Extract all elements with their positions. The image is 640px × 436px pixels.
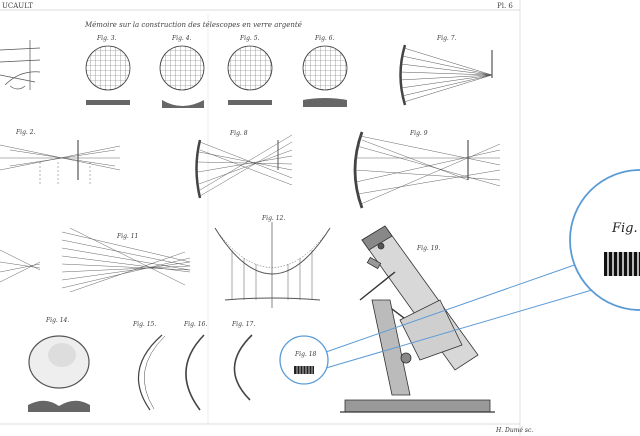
fig-4-label: Fig. 4. [171, 35, 192, 42]
magnifier-lens: Fig. [569, 169, 640, 311]
fig-12-label: Fig. 12. [261, 215, 285, 222]
fig-16-label: Fig. 16. [183, 321, 207, 328]
fig-19-telescope [340, 225, 495, 413]
fig-8-label: Fig. 8 [229, 130, 248, 137]
fig-5-grid [227, 45, 273, 105]
fig-18-callout [279, 335, 329, 385]
fig-4-grid [159, 45, 205, 108]
fig-10-partial [0, 249, 41, 283]
fig-11-caustic [61, 227, 191, 293]
fig-12-profile [214, 222, 331, 308]
fig-7-label: Fig. 7. [436, 35, 457, 42]
fig-1-partial [0, 40, 41, 90]
fig-15-curve [137, 334, 166, 411]
magnified-hatching [604, 252, 640, 276]
fig-2-lens [0, 140, 121, 185]
fig-18-label: Fig. 18 [294, 351, 317, 358]
zoom-connector-upper [325, 261, 584, 353]
fig-9-mirror [353, 131, 501, 209]
fig-16-curve [185, 334, 205, 411]
fig-14-label: Fig. 14. [45, 317, 69, 324]
fig-6-label: Fig. 6. [314, 35, 335, 42]
fig-2-label: Fig. 2. [15, 129, 36, 136]
fig-14-surface [28, 335, 90, 412]
fig-15-label: Fig. 15. [132, 321, 156, 328]
fig-3-label: Fig. 3. [96, 35, 117, 42]
fig-3-grid [85, 45, 131, 105]
plate-title: Mémoire sur la construction des télescop… [84, 21, 302, 29]
fig-8-mirror [195, 134, 293, 199]
plate-number: Pl. 6 [497, 2, 513, 10]
fig-7-mirror [399, 44, 493, 106]
fig-19-label: Fig. 19. [416, 245, 440, 252]
zoom-connector-lower [325, 289, 593, 369]
fig-5-label: Fig. 5. [239, 35, 260, 42]
fig-9-label: Fig. 9 [409, 130, 428, 137]
fig-17-label: Fig. 17. [231, 321, 255, 328]
engraver-credit: H. Dumé sc. [495, 427, 533, 434]
fig-17-curve [233, 334, 253, 401]
magnifier-label: Fig. [611, 221, 638, 236]
fig-6-grid [302, 45, 348, 107]
fig-11-label: Fig. 11 [116, 233, 138, 240]
author-heading: UCAULT [2, 2, 33, 10]
